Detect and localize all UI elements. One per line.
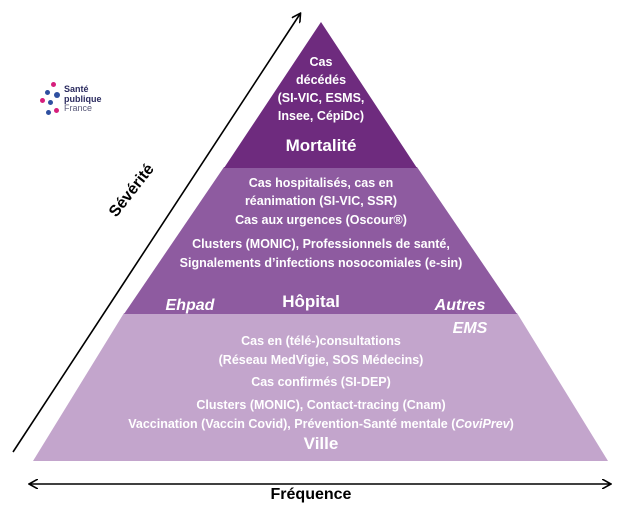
tier-bottom-line-suffix: ) [509, 417, 514, 431]
logo-dot [48, 100, 53, 105]
tier-bottom-line-prefix: Vaccination (Vaccin Covid), Prévention-S… [128, 417, 456, 431]
tier-bottom-line: (Réseau MedVigie, SOS Médecins) [218, 353, 424, 367]
tier-bottom-line-italic: CoviPrev [455, 417, 510, 431]
tier-top-line: Insee, CépiDc) [277, 109, 365, 123]
logo-dot [54, 108, 59, 113]
tier-bottom-line-vaccination: Vaccination (Vaccin Covid), Prévention-S… [81, 415, 561, 433]
tier-top-line: (SI-VIC, ESMS, [277, 91, 365, 105]
tier-top-line: Cas [309, 55, 333, 69]
tier-bottom-line: Cas en (télé-)consultations [241, 334, 401, 348]
logo-text-line1: Santé [64, 84, 89, 94]
tier-middle-line: Clusters (MONIC), Professionnels de sant… [192, 237, 450, 251]
tier-middle-right-label-2: EMS [452, 320, 488, 337]
tier-middle-line: réanimation (SI-VIC, SSR) [244, 194, 398, 208]
tier-bottom-line: Cas confirmés (SI-DEP) [251, 375, 391, 389]
tier-middle-line: Cas hospitalisés, cas en [248, 176, 394, 190]
pyramid-tier-middle [124, 167, 517, 314]
logo-dot [46, 110, 51, 115]
tier-bottom-title: Ville [303, 434, 339, 453]
sante-publique-france-logo: Santé publique France [40, 80, 130, 122]
logo-dot [54, 92, 60, 98]
pyramid-tier-top [224, 22, 417, 168]
logo-dot [45, 90, 50, 95]
logo-dot [40, 98, 45, 103]
tier-middle-line: Cas aux urgences (Oscour®) [235, 213, 407, 227]
tier-middle-left-label: Ehpad [165, 297, 215, 314]
tier-middle-right-label-1: Autres [434, 297, 486, 314]
severity-axis-arrow [12, 14, 300, 453]
logo-dot [51, 82, 56, 87]
tier-bottom-line: Clusters (MONIC), Contact-tracing (Cnam) [196, 398, 446, 412]
tier-middle-line: Signalements d’infections nosocomiales (… [179, 256, 463, 270]
logo-text-line3: France [64, 103, 93, 113]
tier-top-title: Mortalité [285, 136, 357, 155]
frequency-axis-title: Fréquence [270, 486, 352, 503]
tier-top-line: décédés [295, 73, 347, 87]
pyramid-tier-bottom [33, 313, 608, 461]
tier-middle-title: Hôpital [282, 292, 340, 311]
logo-text-line2: publique [64, 93, 102, 104]
